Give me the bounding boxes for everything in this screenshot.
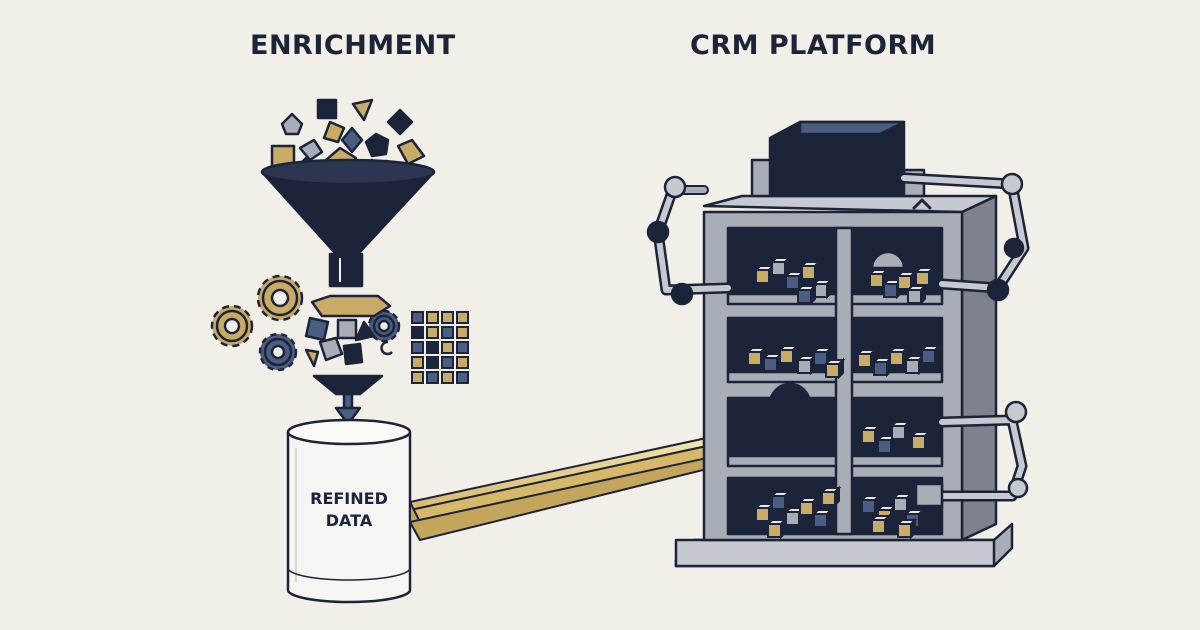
gear-icon: [258, 332, 298, 372]
data-cube: [811, 277, 834, 300]
data-tile: [441, 371, 454, 384]
data-cube: [819, 485, 842, 508]
data-cube: [745, 345, 768, 368]
data-cube: [769, 255, 792, 278]
data-cube: [761, 351, 784, 374]
data-cube: [799, 259, 822, 282]
data-tile: [456, 311, 469, 324]
data-tile: [411, 371, 424, 384]
data-cube: [795, 353, 818, 376]
gears: [210, 274, 401, 372]
data-cube: [753, 263, 776, 286]
data-tile: [411, 356, 424, 369]
robot-arms: [646, 172, 1030, 508]
gear-icon: [367, 309, 401, 343]
data-tile: [441, 311, 454, 324]
data-cube: [811, 345, 834, 368]
data-cube: [905, 283, 928, 306]
data-cube: [895, 517, 918, 540]
data-cube: [777, 343, 800, 366]
data-cube: [753, 501, 776, 524]
data-cubes: [745, 255, 942, 540]
jar-label: REFINED DATA: [288, 488, 410, 532]
data-tile: [411, 311, 424, 324]
refining-press: [304, 294, 392, 426]
data-cube: [859, 423, 882, 446]
data-tile: [456, 341, 469, 354]
jar-label-line2: DATA: [325, 511, 373, 530]
data-cube: [909, 429, 932, 452]
data-tile: [411, 326, 424, 339]
data-cube: [869, 513, 892, 536]
funnel: [260, 158, 436, 288]
data-cube: [797, 495, 820, 518]
enrichment-heading: ENRICHMENT: [250, 30, 456, 61]
data-cube: [913, 265, 936, 288]
data-tile: [456, 371, 469, 384]
crm-platform-heading: CRM PLATFORM: [690, 30, 937, 61]
data-cube: [889, 419, 912, 442]
data-tile: [441, 326, 454, 339]
data-tile: [426, 311, 439, 324]
jar-label-line1: REFINED: [310, 489, 388, 508]
data-cube: [867, 267, 890, 290]
data-tile: [411, 341, 424, 354]
data-cube: [765, 517, 788, 540]
data-cube: [823, 357, 846, 380]
data-tile: [426, 356, 439, 369]
data-tile: [426, 341, 439, 354]
data-tile: [456, 326, 469, 339]
refined-data-jar: [286, 418, 412, 604]
data-tile: [426, 326, 439, 339]
data-cube: [811, 507, 834, 530]
data-tile: [426, 371, 439, 384]
data-cube: [769, 489, 792, 512]
data-tile-grid: [411, 311, 469, 384]
data-cube: [887, 345, 910, 368]
data-cube: [891, 491, 914, 514]
data-cube: [871, 355, 894, 378]
data-tile: [441, 341, 454, 354]
data-cube: [903, 353, 926, 376]
data-tile: [441, 356, 454, 369]
data-cube: [919, 343, 942, 366]
gear-icon: [210, 304, 254, 348]
data-cube: [855, 347, 878, 370]
data-cube: [795, 283, 818, 306]
gear-icon: [256, 274, 304, 322]
data-tile: [456, 356, 469, 369]
